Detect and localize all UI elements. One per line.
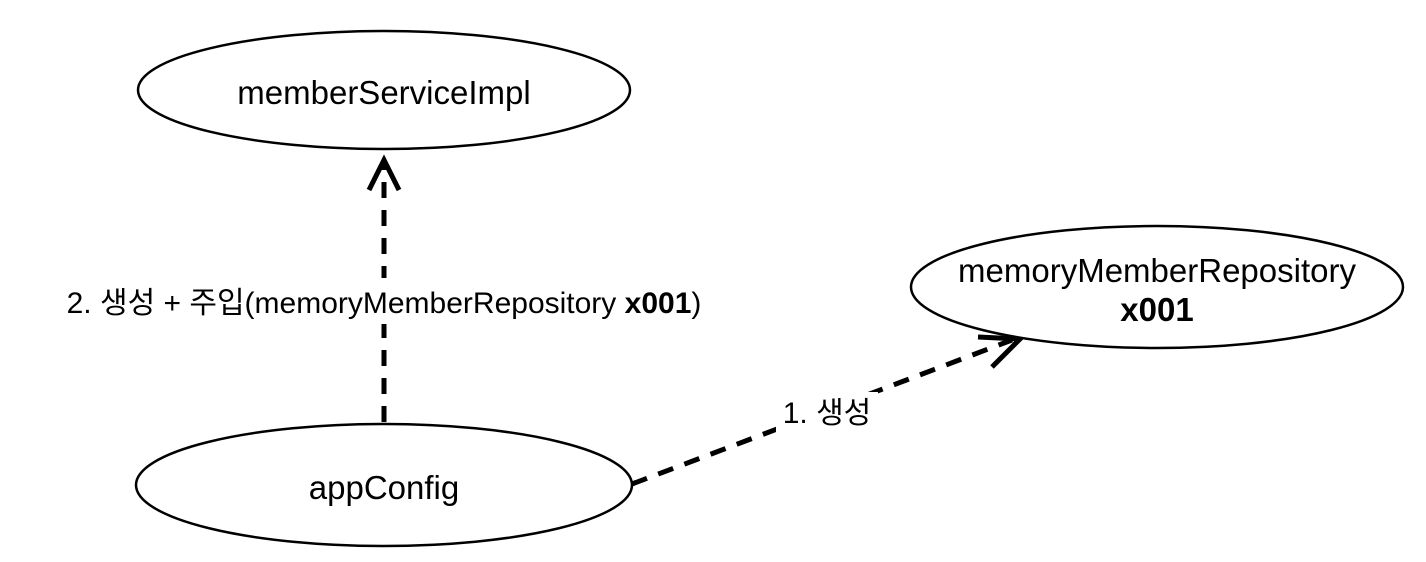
edge-create-and-inject-label: 2. 생성 + 주입(memoryMemberRepository x001) xyxy=(20,278,748,324)
node-memory-member-repository: memoryMemberRepository x001 xyxy=(909,224,1405,350)
edge-create-and-inject-label-prefix: 2. 생성 + 주입(memoryMemberRepository xyxy=(67,287,625,320)
node-app-config-label: appConfig xyxy=(309,469,459,506)
edge-create-label: 1. 생성 xyxy=(776,392,878,432)
edge-create-and-inject-label-suffix: ) xyxy=(691,287,701,320)
edge-create-label-text: 1. 생성 xyxy=(783,397,872,430)
node-memory-member-repository-ellipse xyxy=(909,224,1405,350)
node-member-service-impl: memberServiceImpl xyxy=(136,29,632,151)
node-app-config: appConfig xyxy=(134,422,634,548)
node-member-service-impl-ellipse xyxy=(136,29,632,151)
edge-create-label-bg xyxy=(776,392,878,432)
edge-create-and-inject-label-text: 2. 생성 + 주입(memoryMemberRepository x001) xyxy=(67,287,702,320)
node-memory-member-repository-id: x001 xyxy=(1120,291,1193,328)
node-app-config-ellipse xyxy=(134,422,634,548)
node-member-service-impl-label: memberServiceImpl xyxy=(237,74,530,111)
edge-create-and-inject-label-id: x001 xyxy=(625,287,692,320)
edge-create-and-inject-label-bg xyxy=(20,278,748,324)
arrowhead-up-icon xyxy=(366,154,402,192)
node-memory-member-repository-label: memoryMemberRepository xyxy=(958,252,1356,289)
